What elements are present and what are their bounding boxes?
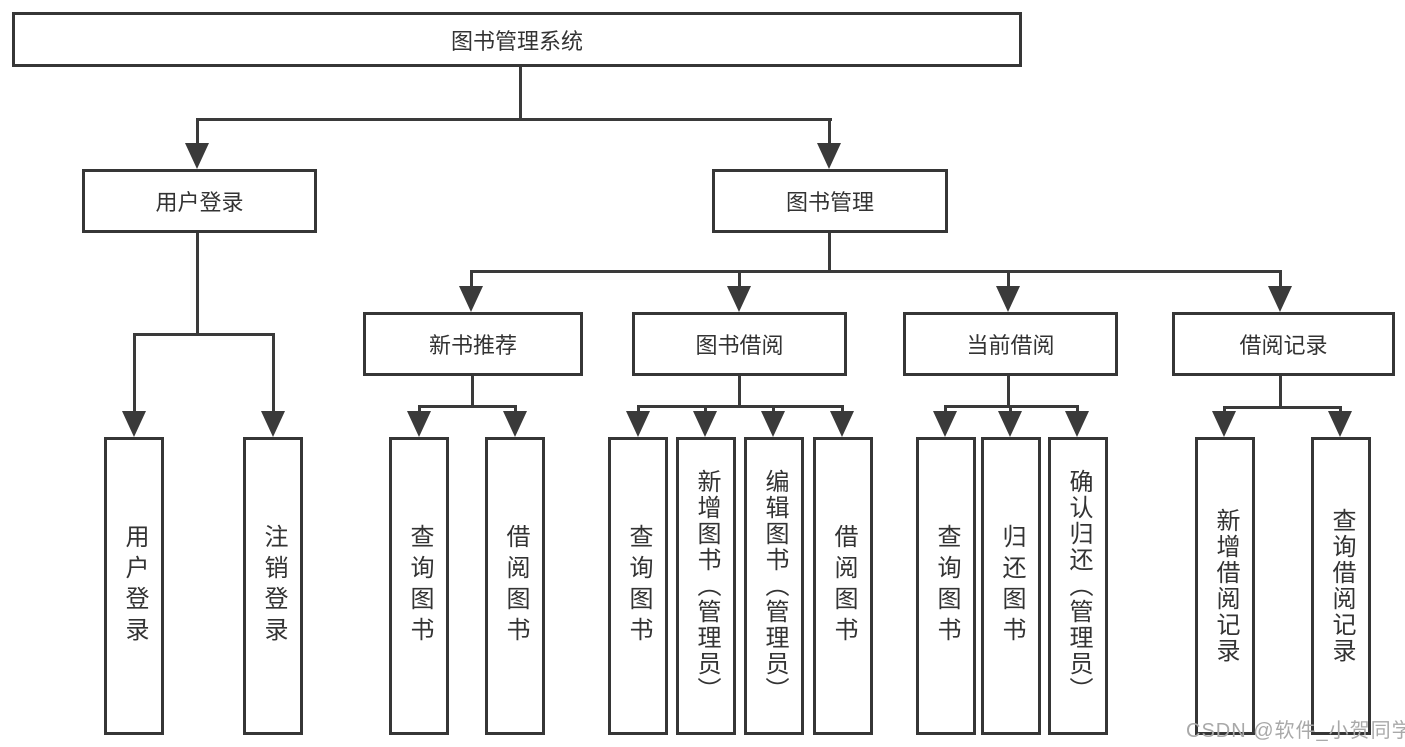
connector-line xyxy=(196,118,832,121)
arrowhead-down-icon xyxy=(503,411,527,437)
leaf-label: 注销登录 xyxy=(260,524,287,648)
leaf-add-borrow-record: 新增借阅记录 xyxy=(1195,437,1255,735)
node-label: 借阅记录 xyxy=(1239,333,1328,358)
node-label: 图书管理系统 xyxy=(450,28,583,54)
node-book-management: 图书管理 xyxy=(712,169,948,233)
arrowhead-down-icon xyxy=(1328,411,1352,437)
connector-line xyxy=(133,333,136,413)
connector-line xyxy=(1223,406,1226,415)
arrowhead-down-icon xyxy=(727,286,751,312)
leaf-query-books-borrow: 查询图书 xyxy=(608,437,668,735)
leaf-label: 查询借阅记录 xyxy=(1328,508,1355,664)
leaf-add-book-admin: 新增图书（管理员） xyxy=(676,437,736,735)
connector-line xyxy=(471,376,474,407)
connector-line xyxy=(944,405,947,415)
node-label: 用户登录 xyxy=(155,190,244,215)
arrowhead-down-icon xyxy=(185,143,209,169)
connector-line xyxy=(1076,405,1079,415)
leaf-label: 确认归还（管理员） xyxy=(1065,469,1092,703)
connector-line xyxy=(133,333,275,336)
connector-line xyxy=(772,405,775,415)
connector-line xyxy=(841,405,844,415)
node-label: 图书管理 xyxy=(785,190,874,215)
leaf-label: 新增借阅记录 xyxy=(1212,508,1239,664)
connector-line xyxy=(418,405,421,415)
connector-line xyxy=(470,270,473,288)
leaf-label: 新增图书（管理员） xyxy=(693,469,720,703)
leaf-label: 借阅图书 xyxy=(502,524,529,648)
node-label: 当前借阅 xyxy=(966,333,1055,358)
leaf-borrow-books-recommend: 借阅图书 xyxy=(485,437,545,735)
connector-line xyxy=(418,405,517,408)
connector-line xyxy=(637,405,640,415)
connector-line xyxy=(828,233,831,272)
node-library-management-system: 图书管理系统 xyxy=(12,12,1022,67)
arrowhead-down-icon xyxy=(122,411,146,437)
connector-line xyxy=(637,405,844,408)
connector-line xyxy=(704,405,707,415)
connector-line xyxy=(1009,405,1012,415)
connector-line xyxy=(1339,406,1342,415)
node-borrowing-records: 借阅记录 xyxy=(1172,312,1395,376)
connector-line xyxy=(1007,376,1010,407)
arrowhead-down-icon xyxy=(693,411,717,437)
connector-line xyxy=(196,118,199,146)
leaf-label: 查询图书 xyxy=(625,524,652,648)
node-label: 新书推荐 xyxy=(428,333,517,358)
arrowhead-down-icon xyxy=(1268,286,1292,312)
leaf-label: 归还图书 xyxy=(998,524,1025,648)
node-label: 图书借阅 xyxy=(695,333,784,358)
leaf-query-books-current: 查询图书 xyxy=(916,437,976,735)
connector-line xyxy=(519,67,522,120)
arrowhead-down-icon xyxy=(407,411,431,437)
arrowhead-down-icon xyxy=(817,143,841,169)
leaf-label: 查询图书 xyxy=(933,524,960,648)
connector-line xyxy=(272,333,275,413)
connector-line xyxy=(738,376,741,407)
leaf-query-borrow-record: 查询借阅记录 xyxy=(1311,437,1371,735)
leaf-label: 编辑图书（管理员） xyxy=(761,469,788,703)
connector-line xyxy=(828,118,831,146)
leaf-user-login: 用户登录 xyxy=(104,437,164,735)
connector-line xyxy=(738,270,741,288)
connector-line xyxy=(470,270,1282,273)
node-current-borrowing: 当前借阅 xyxy=(903,312,1118,376)
node-new-book-recommendation: 新书推荐 xyxy=(363,312,583,376)
arrowhead-down-icon xyxy=(1212,411,1236,437)
arrowhead-down-icon xyxy=(261,411,285,437)
leaf-query-books-recommend: 查询图书 xyxy=(389,437,449,735)
leaf-label: 借阅图书 xyxy=(830,524,857,648)
arrowhead-down-icon xyxy=(933,411,957,437)
watermark: CSDN @软件_小贺同学 xyxy=(1186,720,1405,742)
arrowhead-down-icon xyxy=(459,286,483,312)
connector-line xyxy=(196,233,199,335)
arrowhead-down-icon xyxy=(626,411,650,437)
leaf-return-book: 归还图书 xyxy=(981,437,1041,735)
connector-line xyxy=(514,405,517,415)
arrowhead-down-icon xyxy=(761,411,785,437)
leaf-confirm-return-admin: 确认归还（管理员） xyxy=(1048,437,1108,735)
connector-line xyxy=(1007,270,1010,288)
leaf-edit-book-admin: 编辑图书（管理员） xyxy=(744,437,804,735)
connector-line xyxy=(1279,376,1282,408)
node-book-borrowing: 图书借阅 xyxy=(632,312,847,376)
arrowhead-down-icon xyxy=(830,411,854,437)
arrowhead-down-icon xyxy=(996,286,1020,312)
arrowhead-down-icon xyxy=(1065,411,1089,437)
arrowhead-down-icon xyxy=(998,411,1022,437)
node-user-login: 用户登录 xyxy=(82,169,317,233)
leaf-label: 查询图书 xyxy=(406,524,433,648)
leaf-label: 用户登录 xyxy=(121,524,148,648)
leaf-borrow-books: 借阅图书 xyxy=(813,437,873,735)
connector-line xyxy=(1279,270,1282,288)
connector-line xyxy=(1223,406,1341,409)
leaf-logout: 注销登录 xyxy=(243,437,303,735)
